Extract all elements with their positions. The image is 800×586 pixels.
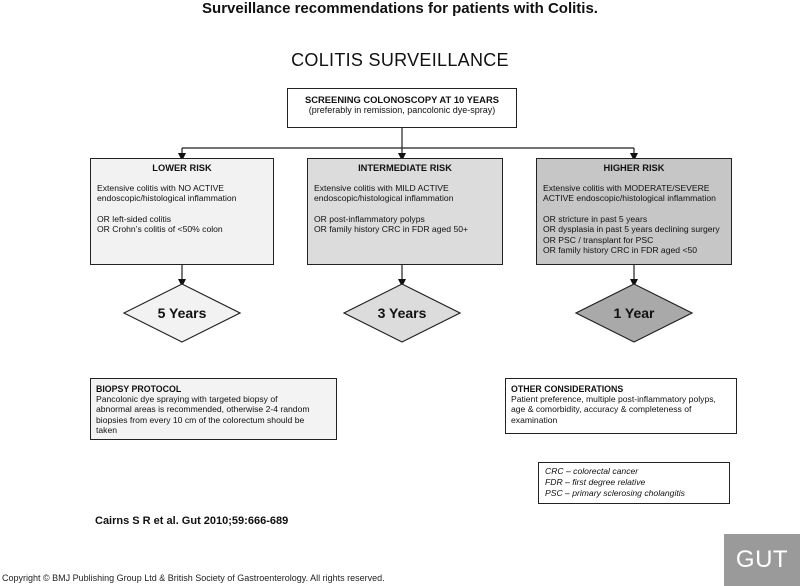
- risk-criteria-line: endoscopic/histological inflammation: [314, 193, 454, 203]
- interval-5-years-label: 5 Years: [157, 305, 207, 321]
- biopsy-protocol-line: Pancolonic dye spraying with targeted bi…: [96, 394, 278, 405]
- citation: Cairns S R et al. Gut 2010;59:666-689: [95, 515, 289, 527]
- legend-item: CRC – colorectal cancer: [545, 466, 639, 476]
- risk-criteria-line: OR stricture in past 5 years: [543, 213, 648, 224]
- diamond-3-years: [342, 283, 462, 343]
- diamond-1-year: [574, 283, 694, 343]
- gut-journal-logo: GUT: [724, 534, 800, 586]
- lower-risk-box: LOWER RISK Extensive colitis with NO ACT…: [90, 158, 274, 265]
- diagram-title: COLITIS SURVEILLANCE: [291, 50, 509, 70]
- other-considerations-title: OTHER CONSIDERATIONS: [511, 384, 624, 394]
- legend-item: FDR – first degree relative: [545, 477, 646, 487]
- other-considerations-line: age & comorbidity, accuracy & completene…: [511, 404, 692, 415]
- risk-criteria-line: OR dysplasia in past 5 years declining s…: [543, 224, 720, 234]
- interval-1-year-label: 1 Year: [613, 305, 655, 321]
- lower-risk-title: LOWER RISK: [152, 163, 212, 173]
- risk-criteria-line: OR left-sided colitis: [97, 213, 172, 224]
- abbreviation-legend: CRC – colorectal cancer FDR – first degr…: [538, 462, 730, 504]
- higher-risk-box: HIGHER RISK Extensive colitis with MODER…: [536, 158, 732, 265]
- other-considerations-box: OTHER CONSIDERATIONS Patient preference,…: [505, 378, 737, 434]
- interval-3-years-label: 3 Years: [377, 305, 427, 321]
- biopsy-protocol-line: abnormal areas is recommended, otherwise…: [96, 404, 310, 415]
- diamond-5-years: [122, 283, 242, 343]
- screening-title: SCREENING COLONOSCOPY AT 10 YEARS: [305, 94, 499, 105]
- intermediate-risk-title: INTERMEDIATE RISK: [358, 163, 452, 173]
- risk-criteria-line: OR PSC / transplant for PSC: [543, 234, 654, 245]
- copyright-notice: Copyright © BMJ Publishing Group Ltd & B…: [2, 573, 385, 583]
- legend-item: PSC – primary sclerosing cholangitis: [545, 488, 685, 498]
- risk-criteria-line: Extensive colitis with MODERATE/SEVERE: [543, 182, 710, 193]
- screening-colonoscopy-box: SCREENING COLONOSCOPY AT 10 YEARS (prefe…: [287, 88, 517, 128]
- risk-criteria-line: OR post-inflammatory polyps: [314, 213, 425, 224]
- intermediate-risk-box: INTERMEDIATE RISK Extensive colitis with…: [307, 158, 503, 265]
- risk-criteria-line: Extensive colitis with MILD ACTIVE: [314, 182, 449, 193]
- page-title: Surveillance recommendations for patient…: [202, 0, 598, 17]
- screening-subtitle: (preferably in remission, pancolonic dye…: [308, 105, 496, 115]
- other-considerations-line: Patient preference, multiple post-inflam…: [511, 394, 716, 405]
- biopsy-protocol-line: biopsies from every 10 cm of the colorec…: [96, 414, 305, 425]
- risk-criteria-line: ACTIVE endoscopic/histological inflammat…: [543, 193, 716, 203]
- biopsy-protocol-box: BIOPSY PROTOCOL Pancolonic dye spraying …: [90, 378, 337, 440]
- risk-criteria-line: endoscopic/histological inflammation: [97, 193, 237, 203]
- biopsy-protocol-line: taken: [96, 424, 118, 435]
- risk-criteria-line: OR family history CRC in FDR aged <50: [543, 245, 698, 255]
- risk-criteria-line: Extensive colitis with NO ACTIVE: [97, 182, 225, 193]
- other-considerations-line: examination: [511, 414, 558, 425]
- biopsy-protocol-title: BIOPSY PROTOCOL: [96, 384, 182, 394]
- risk-criteria-line: OR family history CRC in FDR aged 50+: [314, 224, 469, 234]
- higher-risk-title: HIGHER RISK: [603, 163, 665, 173]
- risk-criteria-line: OR Crohn’s colitis of <50% colon: [97, 224, 223, 234]
